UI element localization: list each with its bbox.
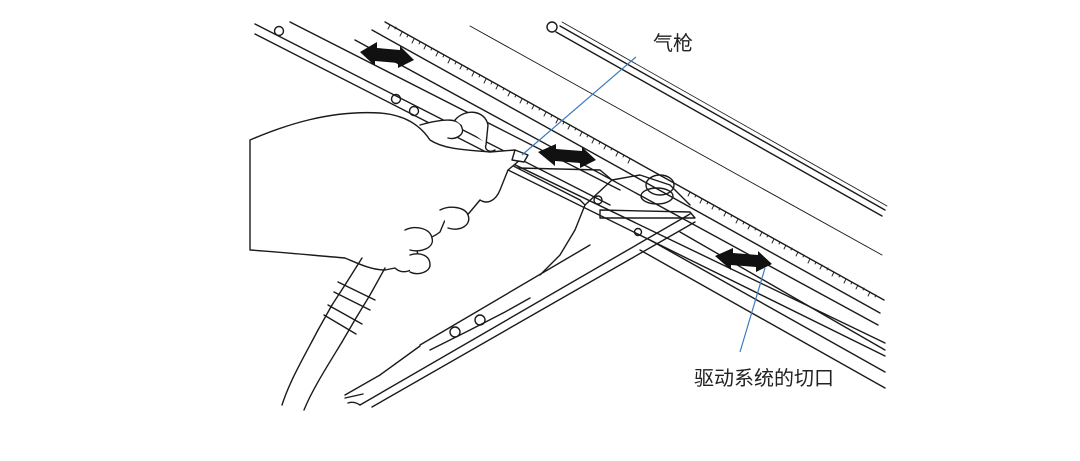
far-rail — [546, 21, 888, 217]
air-gun-leader-line — [521, 56, 637, 156]
guide-arm — [344, 213, 696, 408]
air-hose — [281, 257, 386, 411]
arrow-upper-left-icon — [360, 42, 414, 68]
base-plate — [254, 21, 886, 389]
scale-rail — [354, 21, 885, 326]
cutting-head-carriage — [517, 167, 696, 276]
drive-slot — [504, 159, 886, 357]
motion-arrows — [360, 42, 772, 272]
air-gun-label: 气枪 — [653, 31, 693, 55]
leader-lines — [521, 56, 766, 353]
arrow-middle-icon — [538, 144, 596, 168]
drive-slot-label: 驱动系统的切口 — [694, 366, 834, 390]
drive-slot-leader-line — [739, 267, 766, 353]
hand-with-air-gun — [249, 111, 529, 275]
scale-ticks — [387, 24, 877, 298]
arrow-lower-right-icon — [715, 248, 772, 272]
